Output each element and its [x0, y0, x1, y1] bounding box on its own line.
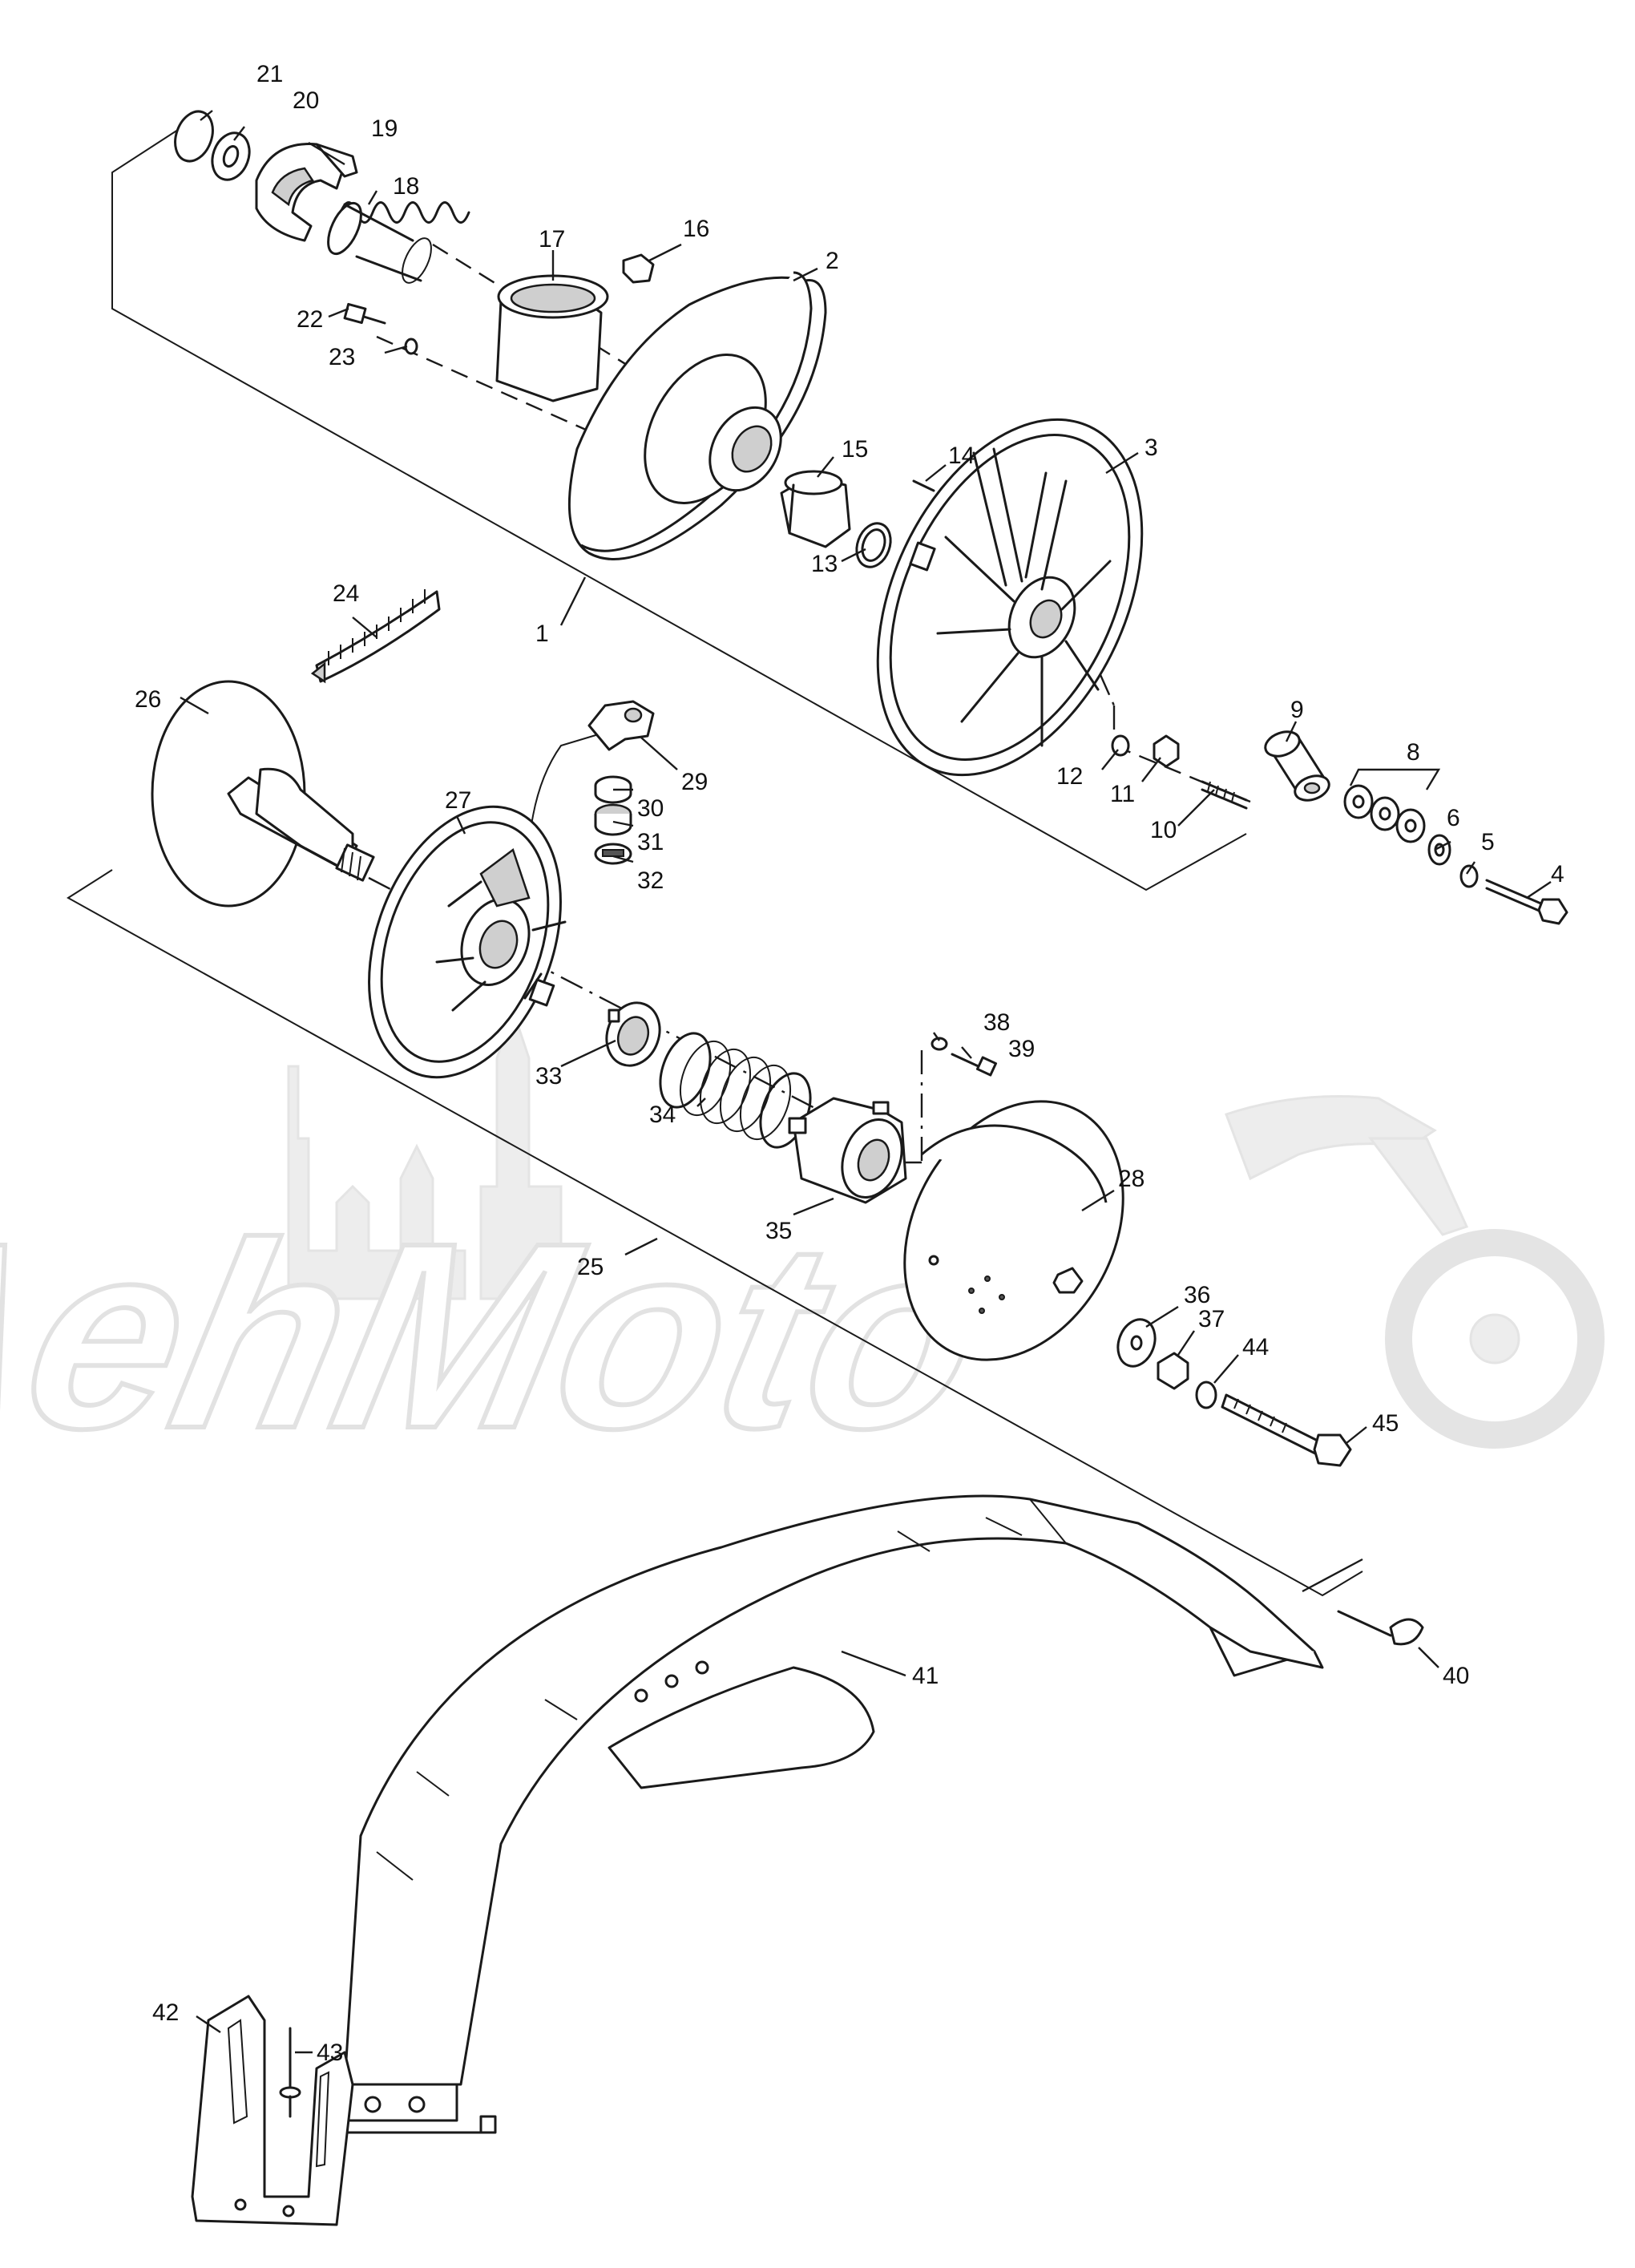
- spring-18: [327, 201, 470, 284]
- washer-5: [1459, 864, 1479, 888]
- callout-42: 42: [152, 1999, 179, 2026]
- callout-3: 3: [1144, 435, 1158, 461]
- watermark-motorcycle: [1225, 1095, 1605, 1449]
- sliding-half: [567, 271, 827, 560]
- cover-28: [903, 1100, 1124, 1361]
- screw-39: [951, 1053, 998, 1077]
- washer-38: [931, 1037, 948, 1051]
- callout-11: 11: [1110, 781, 1135, 807]
- callout-24: 24: [333, 580, 359, 607]
- callout-26: 26: [135, 686, 161, 713]
- callout-44: 44: [1242, 1334, 1269, 1360]
- bolt-45: [1221, 1393, 1352, 1467]
- callout-12: 12: [1056, 763, 1083, 790]
- belt-24: [310, 589, 441, 684]
- callout-28: 28: [1118, 1166, 1144, 1192]
- watermark: AehMoto: [0, 1006, 1605, 1486]
- stud-10: [1201, 780, 1248, 810]
- callout-9: 9: [1290, 697, 1304, 723]
- pin-43: [279, 2027, 301, 2118]
- callout-31: 31: [637, 829, 664, 855]
- bushing-17: [495, 274, 609, 402]
- belt-guard-assembly: [191, 1494, 1424, 2226]
- callout-40: 40: [1443, 1663, 1469, 1689]
- driven-pulley-assembly: [174, 110, 1568, 925]
- callout-38: 38: [983, 1009, 1010, 1036]
- callout-43: 43: [317, 2040, 343, 2066]
- callout-41: 41: [912, 1663, 939, 1689]
- leader-lines: [180, 110, 1552, 2054]
- callout-39: 39: [1008, 1036, 1035, 1062]
- callout-16: 16: [683, 216, 709, 242]
- pin-14: [912, 479, 935, 492]
- callout-1: 1: [535, 621, 549, 647]
- callout-15: 15: [842, 436, 868, 463]
- snap-ring: [174, 110, 214, 163]
- callout-45: 45: [1372, 1410, 1399, 1437]
- bolt-4: [1485, 879, 1568, 925]
- washer-23: [404, 338, 418, 355]
- callout-10: 10: [1150, 817, 1177, 843]
- callout-32: 32: [637, 867, 664, 894]
- callout-30: 30: [637, 795, 664, 822]
- movable-sheave: [368, 805, 567, 1079]
- bracket-42: [191, 1995, 354, 2226]
- callout-6: 6: [1447, 805, 1460, 831]
- callout-35: 35: [765, 1218, 792, 1244]
- callout-27: 27: [445, 787, 471, 814]
- weight-29: [587, 700, 655, 751]
- callout-21: 21: [256, 61, 283, 87]
- belt-guard-41: [343, 1494, 1324, 2134]
- cam: [255, 143, 358, 242]
- callout-36: 36: [1184, 1282, 1210, 1308]
- callout-14: 14: [948, 443, 975, 469]
- subassembly-outlines: [67, 127, 1363, 1597]
- callout-33: 33: [535, 1063, 562, 1090]
- outline-belt-guard-edge: [1302, 1558, 1363, 1593]
- callout-17: 17: [539, 226, 565, 253]
- fixed-sheave: [151, 680, 375, 908]
- callout-8: 8: [1407, 739, 1420, 766]
- watermark-city-silhouette: [287, 1006, 563, 1300]
- hub-35: [788, 1097, 907, 1204]
- spring-34: [659, 1032, 812, 1149]
- callout-2: 2: [826, 248, 839, 274]
- callout-13: 13: [811, 551, 838, 577]
- bushing-15: [780, 470, 851, 548]
- watermark-logo-text: AehMoto: [0, 1187, 1007, 1483]
- outline-driven-pulley: [111, 127, 1247, 891]
- pad-31: [594, 803, 632, 836]
- spacer-9: [1264, 730, 1330, 802]
- nut-37: [1157, 1352, 1189, 1390]
- drive-pulley-assembly: [151, 589, 1352, 1467]
- callout-37: 37: [1198, 1306, 1225, 1332]
- shims-8: [1343, 784, 1426, 843]
- callout-22: 22: [297, 306, 323, 333]
- callout-18: 18: [393, 173, 419, 200]
- callout-20: 20: [293, 87, 319, 114]
- callout-4: 4: [1551, 861, 1564, 887]
- clip-16: [622, 253, 655, 284]
- callout-labels: 1 2 3 4 5 6 8 9 10 11 12 13 14 15 16 17 …: [135, 61, 1564, 2066]
- callout-29: 29: [681, 769, 708, 795]
- callout-23: 23: [329, 344, 355, 370]
- callout-19: 19: [371, 115, 398, 142]
- washer-44: [1195, 1381, 1217, 1409]
- callout-25: 25: [577, 1254, 604, 1280]
- screw-22: [343, 302, 386, 325]
- fixed-half: [876, 418, 1144, 777]
- outline-drive-pulley: [67, 869, 1363, 1597]
- rivet-40: [1337, 1610, 1424, 1646]
- retainer-33: [605, 1001, 661, 1067]
- callout-5: 5: [1481, 829, 1495, 855]
- callout-34: 34: [649, 1102, 676, 1128]
